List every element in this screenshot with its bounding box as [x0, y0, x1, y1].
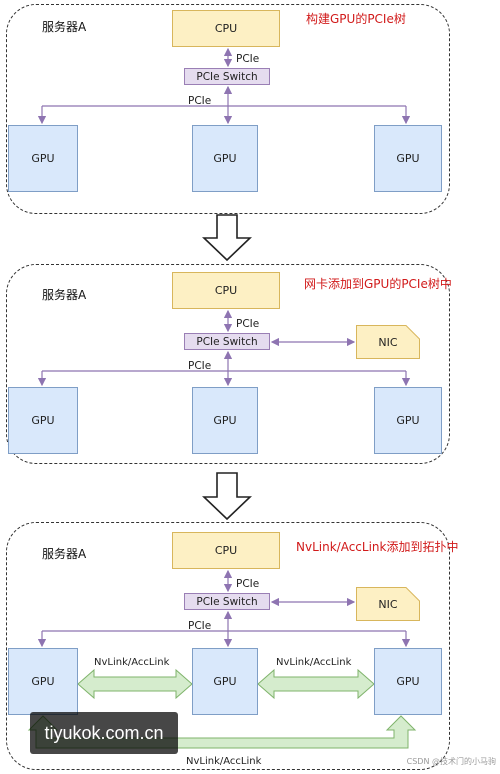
cpu-box: CPU: [172, 272, 280, 309]
pcie-link-label: PCIe: [188, 620, 212, 632]
gpu-box: GPU: [8, 648, 78, 715]
panel-caption: NvLink/AccLink添加到拓扑中: [296, 540, 459, 554]
pcie-switch-box: PCIe Switch: [184, 68, 270, 85]
server-panel-1: [6, 4, 450, 214]
cpu-box: CPU: [172, 532, 280, 569]
pcie-link-label: PCIe: [236, 318, 260, 330]
pcie-link-label: PCIe: [236, 578, 260, 590]
nic-shape: [356, 325, 420, 359]
cpu-box: CPU: [172, 10, 280, 47]
gpu-box: GPU: [374, 387, 442, 454]
gpu-box: GPU: [8, 387, 78, 454]
panel-caption: 网卡添加到GPU的PCIe树中: [304, 277, 452, 291]
pcie-link-label: PCIe: [236, 53, 260, 65]
nic-box: NIC: [356, 587, 420, 621]
credit-text: CSDN @技术门的小马驹: [406, 757, 496, 766]
pcie-link-label: PCIe: [188, 95, 212, 107]
down-arrow-icon: [202, 214, 252, 262]
gpu-box: GPU: [8, 125, 78, 192]
nvlink-label: NvLink/AccLink: [276, 657, 352, 668]
pcie-switch-box: PCIe Switch: [184, 333, 270, 350]
pcie-switch-box: PCIe Switch: [184, 593, 270, 610]
nic-label: NIC: [378, 597, 398, 611]
gpu-box: GPU: [192, 648, 258, 715]
watermark: tiyukok.com.cn: [30, 712, 178, 754]
nic-shape: [356, 587, 420, 621]
gpu-box: GPU: [374, 125, 442, 192]
gpu-box: GPU: [374, 648, 442, 715]
server-label: 服务器A: [42, 20, 87, 34]
nic-box: NIC: [356, 325, 420, 359]
nic-label: NIC: [378, 335, 398, 349]
nvlink-label: NvLink/AccLink: [94, 657, 170, 668]
server-panel-2: [6, 264, 450, 464]
server-label: 服务器A: [42, 288, 87, 302]
server-panel-3: [6, 522, 450, 770]
nvlink-label: NvLink/AccLink: [186, 756, 262, 767]
pcie-link-label: PCIe: [188, 360, 212, 372]
gpu-box: GPU: [192, 125, 258, 192]
gpu-box: GPU: [192, 387, 258, 454]
server-label: 服务器A: [42, 547, 87, 561]
panel-caption: 构建GPU的PCIe树: [306, 12, 406, 26]
down-arrow-icon: [202, 472, 252, 521]
